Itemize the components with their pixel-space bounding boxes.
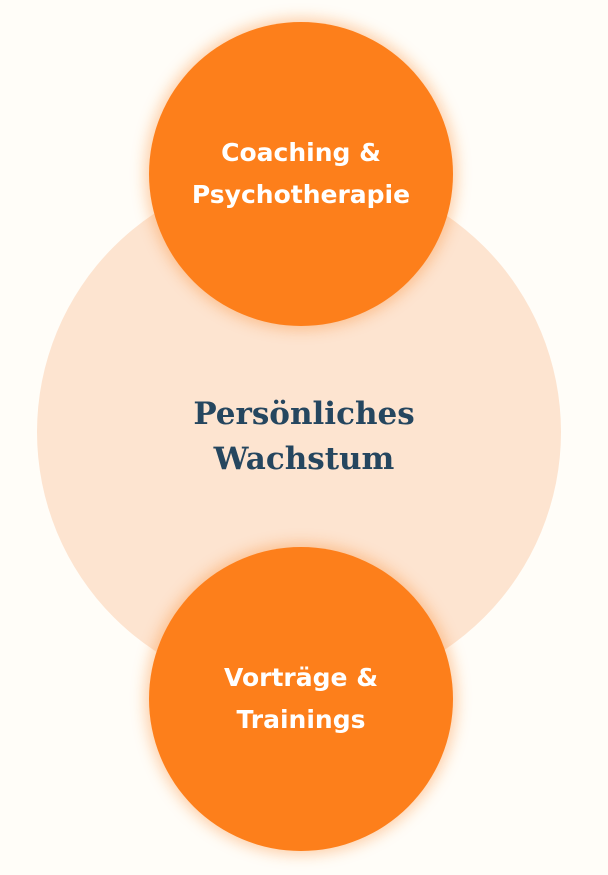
- personal-growth-label: Persönliches Wachstum: [104, 392, 504, 482]
- talks-circle: Vorträge & Trainings: [149, 547, 453, 851]
- talks-label-line2: Trainings: [236, 705, 366, 734]
- talks-label: Vorträge & Trainings: [224, 657, 378, 741]
- personal-growth-label-line1: Persönliches: [193, 396, 415, 432]
- coaching-label-line2: Psychotherapie: [191, 180, 411, 209]
- talks-label-line1: Vorträge &: [224, 663, 378, 692]
- personal-growth-label-line2: Wachstum: [213, 441, 395, 477]
- coaching-label-line1: Coaching &: [221, 138, 381, 167]
- coaching-circle: Coaching & Psychotherapie: [149, 22, 453, 326]
- coaching-label: Coaching & Psychotherapie: [192, 132, 410, 216]
